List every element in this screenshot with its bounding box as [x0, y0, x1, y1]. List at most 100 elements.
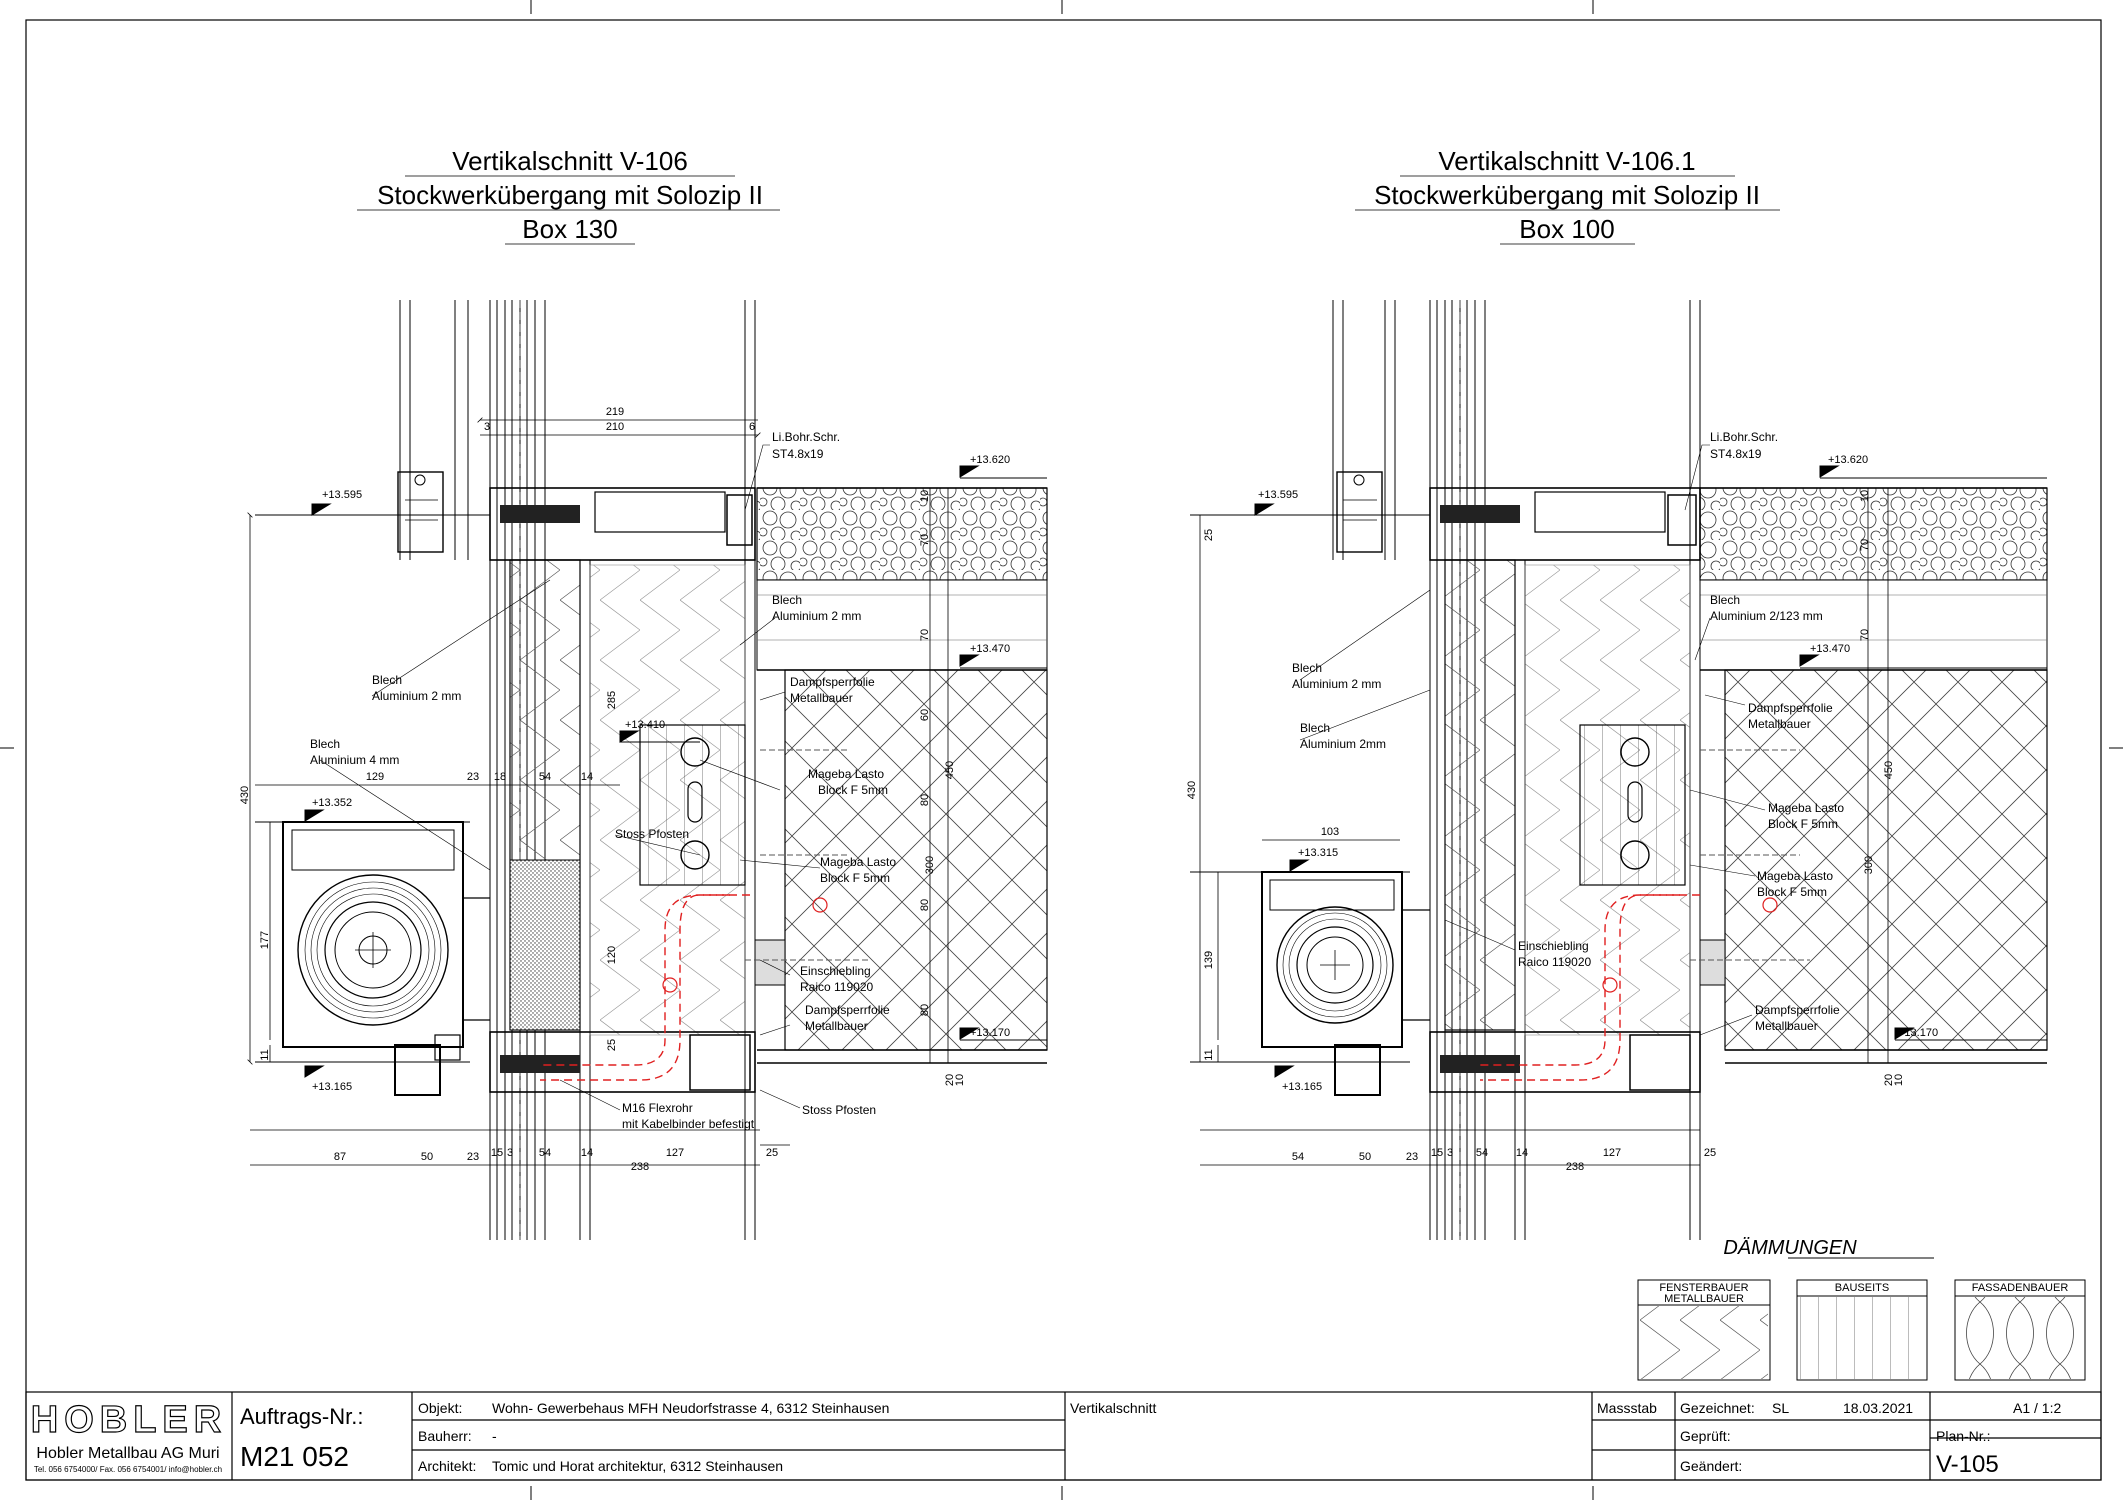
right-label-mageba2a: Mageba Lasto [1757, 869, 1833, 883]
left-level-1: +13.595 [322, 489, 362, 501]
right-dim-300: 300 [1863, 856, 1875, 874]
right-label-blech2a: Blech [1292, 661, 1322, 675]
right-label-bohr: Li.Bohr.Schr. [1710, 430, 1778, 444]
left-label-mageba1a: Mageba Lasto [808, 767, 884, 781]
right-label-mageba1a: Mageba Lasto [1768, 801, 1844, 815]
legend-title: DÄMMUNGEN [1723, 1237, 1857, 1259]
left-level-2: +13.620 [970, 454, 1010, 466]
right-level-6: +13.170 [1898, 1027, 1938, 1039]
right-level-1: +13.595 [1258, 489, 1298, 501]
right-dim-430: 430 [1186, 781, 1198, 799]
left-dim-60: 60 [919, 709, 931, 721]
right-label-dampf2b: Metallbauer [1755, 1019, 1818, 1033]
left-dim-430: 430 [239, 786, 251, 804]
geaendert-label: Geändert: [1680, 1458, 1742, 1474]
left-level-3: +13.470 [970, 643, 1010, 655]
left-level-4: +13.410 [625, 719, 665, 731]
left-dim-b3: 3 [507, 1147, 513, 1159]
left-dim-b238: 238 [631, 1161, 649, 1173]
left-label-stoss2: Stoss Pfosten [802, 1103, 876, 1117]
left-dim-23: 23 [467, 771, 479, 783]
right-level-4: +13.315 [1298, 847, 1338, 859]
objekt-value: Wohn- Gewerbehaus MFH Neudorfstrasse 4, … [492, 1400, 889, 1416]
left-label-mageba2b: Block F 5mm [820, 871, 890, 885]
right-concrete-slab [1724, 669, 2048, 1051]
right-label-dampf2a: Dampfsperrfolie [1755, 1003, 1840, 1017]
right-label-blech3a: Blech [1300, 721, 1330, 735]
left-dim-80b: 80 [919, 899, 931, 911]
right-title-line1: Vertikalschnitt V-106.1 [1438, 146, 1695, 176]
left-label-bohr2: ST4.8x19 [772, 447, 824, 461]
left-label-blech1b: Aluminium 2 mm [772, 609, 861, 623]
right-label-blech1a: Blech [1710, 593, 1740, 607]
left-label-blech2a: Blech [372, 673, 402, 687]
right-level-3: +13.470 [1810, 643, 1850, 655]
right-label-dampf1a: Dampfsperrfolie [1748, 701, 1833, 715]
left-dim-18: 18 [494, 771, 506, 783]
right-dim-139: 139 [1203, 951, 1215, 969]
right-dim-b15: 15 [1431, 1147, 1443, 1159]
right-label-einsch1: Einschiebling [1518, 939, 1589, 953]
left-dim-b25: 25 [766, 1147, 778, 1159]
company-contact: Tel. 056 6754000/ Fax. 056 6754001/ info… [34, 1465, 222, 1474]
right-dim-b14: 14 [1516, 1147, 1528, 1159]
left-label-blech1a: Blech [772, 593, 802, 607]
right-dim-b23: 23 [1406, 1151, 1418, 1163]
right-dim-70b: 70 [1859, 629, 1871, 641]
plan-value: V-105 [1936, 1451, 1999, 1478]
left-label-dampf2a: Dampfsperrfolie [805, 1003, 890, 1017]
right-dim-70a: 70 [1859, 539, 1871, 551]
right-insulation-board [1444, 559, 1516, 1031]
left-label-blech2b: Aluminium 2 mm [372, 689, 461, 703]
right-dim-10b: 10 [1893, 1074, 1905, 1086]
auftrag-value: M21 052 [240, 1441, 349, 1472]
right-label-blech3b: Aluminium 2mm [1300, 737, 1386, 751]
left-dim-129: 129 [366, 771, 384, 783]
left-gravel-layer [756, 487, 1048, 581]
left-label-einsch1: Einschiebling [800, 964, 871, 978]
left-dim-285: 285 [606, 691, 618, 709]
legend-box1-line2: METALLBAUER [1664, 1293, 1744, 1305]
hobler-logo: HOBLER [30, 1398, 222, 1441]
right-dim-11: 11 [1203, 1049, 1215, 1060]
left-dim-10: 10 [919, 490, 931, 502]
right-gravel-layer [1699, 487, 2048, 581]
right-dim-20: 20 [1883, 1074, 1895, 1086]
right-title-line2: Stockwerkübergang mit Solozip II [1374, 180, 1760, 210]
left-dim-b50: 50 [421, 1151, 433, 1163]
left-label-einsch2: Raico 119020 [800, 980, 873, 994]
left-label-stoss1: Stoss Pfosten [615, 827, 689, 841]
right-dim-b54b: 54 [1476, 1147, 1488, 1159]
left-dim-3: 3 [484, 421, 490, 433]
right-title-line3: Box 100 [1519, 214, 1614, 244]
legend-box2: BAUSEITS [1835, 1282, 1889, 1294]
left-dim-300: 300 [924, 856, 936, 874]
right-dim-25: 25 [1203, 529, 1215, 541]
title-block [25, 1391, 2102, 1481]
left-concrete-slab [784, 669, 1048, 1051]
right-dim-b50: 50 [1359, 1151, 1371, 1163]
left-dim-450: 450 [944, 761, 956, 779]
left-dim-b23: 23 [467, 1151, 479, 1163]
bauherr-value: - [492, 1428, 497, 1444]
gezeichnet-value: SL [1772, 1400, 1789, 1416]
left-dim-b14: 14 [581, 1147, 593, 1159]
left-label-dampf1b: Metallbauer [790, 691, 853, 705]
left-label-mageba1b: Block F 5mm [818, 783, 888, 797]
right-dim-b54: 54 [1292, 1151, 1304, 1163]
left-dim-6: 6 [749, 421, 755, 433]
left-dim-210: 210 [606, 421, 624, 433]
right-level-2: +13.620 [1828, 454, 1868, 466]
objekt-label: Objekt: [418, 1400, 462, 1416]
left-dim-10b: 10 [954, 1074, 966, 1086]
left-dim-b87: 87 [334, 1151, 346, 1163]
right-dim-b127: 127 [1603, 1147, 1621, 1159]
right-dim-450: 450 [1883, 761, 1895, 779]
right-dim-103: 103 [1321, 826, 1339, 838]
left-dim-14: 14 [581, 771, 593, 783]
left-dim-54: 54 [539, 771, 551, 783]
left-level-6: +13.165 [312, 1081, 352, 1093]
architekt-value: Tomic und Horat architektur, 6312 Steinh… [492, 1458, 783, 1474]
left-dim-70b: 70 [919, 629, 931, 641]
